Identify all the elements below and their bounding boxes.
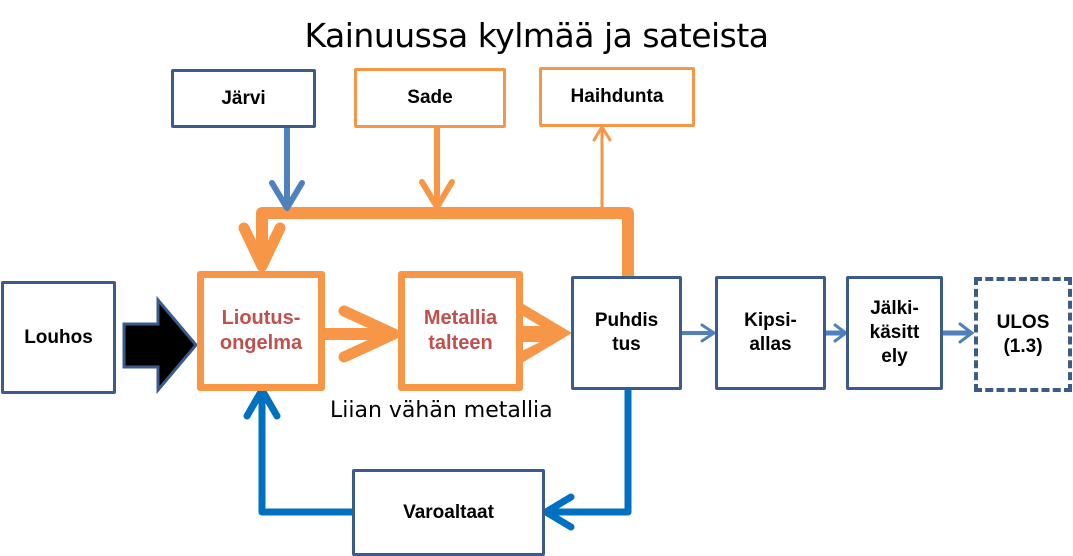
node-varoaltaat-label: Varoaltaat <box>403 501 494 523</box>
sade-arrowhead <box>419 179 455 210</box>
node-kipsiallas: Kipsi- allas <box>715 276 826 390</box>
annotation-too-little-metal: Liian vähän metallia <box>330 398 553 423</box>
diagram-title: Kainuussa kylmää ja sateista <box>304 16 769 55</box>
node-lioutus-ongelma: Lioutus- ongelma <box>197 271 325 391</box>
jalkikasittely-to-ulos-arrowhead <box>958 322 975 344</box>
node-jarvi-label: Järvi <box>221 87 266 109</box>
node-kipsiallas-label: Kipsi- allas <box>744 310 797 355</box>
node-metallia-talteen-label: Metallia talteen <box>423 307 498 354</box>
node-jarvi: Järvi <box>171 69 316 128</box>
node-haihdunta: Haihdunta <box>539 67 695 127</box>
lioutus-to-metallia-arrowhead <box>338 305 400 363</box>
node-haihdunta-label: Haihdunta <box>570 86 664 108</box>
puhdistus-to-varoaltaat-arrow <box>548 390 632 516</box>
puhdistus-to-varoaltaat-arrowhead <box>542 493 575 531</box>
node-sade: Sade <box>354 68 506 128</box>
node-varoaltaat: Varoaltaat <box>352 469 545 556</box>
node-jalkikasittely: Jälki- käsitt ely <box>846 276 943 390</box>
node-lioutus-ongelma-label: Lioutus- ongelma <box>219 307 303 354</box>
louhos-block-arrow <box>122 295 198 395</box>
node-louhos-label: Louhos <box>24 326 93 348</box>
node-jalkikasittely-label: Jälki- käsitt ely <box>869 298 920 367</box>
node-ulos: ULOS (1.3) <box>974 277 1072 392</box>
node-metallia-talteen: Metallia talteen <box>398 271 523 391</box>
puhdistus-to-kipsiallas-arrowhead <box>700 323 717 343</box>
recycle-loop-arrowhead <box>238 222 286 272</box>
haihdunta-arrowhead <box>592 125 612 142</box>
node-louhos: Louhos <box>1 281 116 394</box>
recycle-loop-arrow <box>256 207 634 282</box>
metallia-to-puhdistus-arrow <box>520 302 572 364</box>
node-ulos-label: ULOS (1.3) <box>996 311 1050 357</box>
node-sade-label: Sade <box>407 87 453 109</box>
node-puhdistus-label: Puhdis tus <box>594 310 659 355</box>
varoaltaat-to-lioutus-arrow <box>258 392 352 516</box>
node-puhdistus: Puhdis tus <box>571 276 682 390</box>
jarvi-arrowhead <box>269 180 305 211</box>
